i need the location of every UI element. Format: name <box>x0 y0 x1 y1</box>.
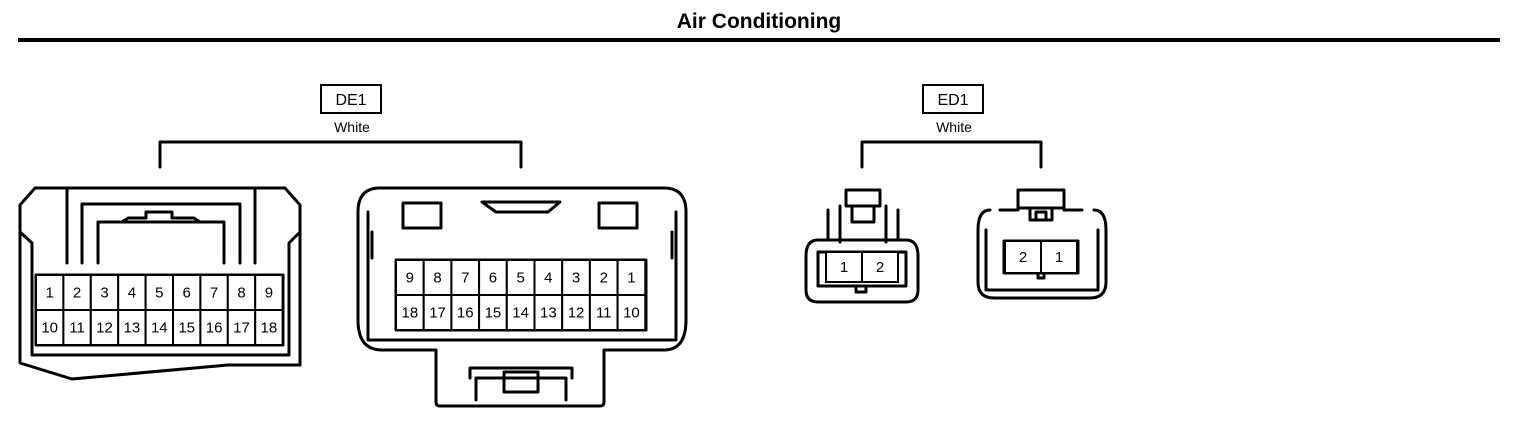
de1-female-cell <box>616 259 647 296</box>
de1-male-cell <box>254 274 284 311</box>
de1-male-pin: 4 <box>128 285 136 302</box>
title-rule <box>18 38 1500 42</box>
de1-male-cell <box>172 309 202 346</box>
de1-male-pin: 2 <box>73 285 81 302</box>
de1-female-pin: 2 <box>600 270 608 287</box>
connector-color-ed1: White <box>936 119 972 135</box>
de1-male-pin: 16 <box>206 320 223 337</box>
de1-male-pin: 13 <box>124 320 141 337</box>
connector-color-de1: White <box>334 119 370 135</box>
de1-male-pin: 17 <box>233 320 250 337</box>
ed1-male-cell <box>861 251 899 283</box>
de1-female-pin: 11 <box>596 305 612 322</box>
ed1-male-pin: 2 <box>876 259 884 276</box>
de1-female-pin: 7 <box>461 270 469 287</box>
bracket-de1 <box>158 140 523 169</box>
de1-female-pin: 1 <box>627 270 635 287</box>
de1-male-cell <box>144 309 175 346</box>
de1-female-pin: 18 <box>402 305 419 322</box>
de1-female-pin: 6 <box>489 270 497 287</box>
de1-male-pin: 18 <box>261 320 278 337</box>
de1-male-pin: 5 <box>155 285 163 302</box>
connector-label-de1: DE1 <box>320 84 382 114</box>
de1-female-pin: 12 <box>568 305 585 322</box>
de1-male-cell <box>35 309 65 346</box>
connector-label-ed1: ED1 <box>922 84 984 114</box>
de1-male-pin: 15 <box>178 320 195 337</box>
de1-male-pin: 14 <box>151 320 168 337</box>
de1-female-pin: 14 <box>512 305 529 322</box>
de1-male-pin: 8 <box>237 285 245 302</box>
de1-female-pin: 17 <box>429 305 446 322</box>
de1-male-cell <box>226 274 257 311</box>
bracket-ed1 <box>860 140 1043 169</box>
de1-female-pin: 4 <box>544 270 552 287</box>
de1-female-cell <box>505 294 536 331</box>
ed1-male-pin: 1 <box>840 259 848 276</box>
ed1-female-pin: 2 <box>1019 249 1027 266</box>
connector-ed1-male-body <box>804 188 920 304</box>
de1-female-pin: 10 <box>623 305 640 322</box>
diagram-title: Air Conditioning <box>676 10 842 33</box>
de1-female-pin: 13 <box>540 305 557 322</box>
de1-female-pin: 16 <box>457 305 474 322</box>
de1-female-pin: 9 <box>406 270 414 287</box>
de1-male-cell <box>89 309 120 346</box>
ed1-female-cell <box>1040 240 1078 274</box>
ed1-male-cell <box>825 251 863 283</box>
de1-male-pin: 12 <box>96 320 113 337</box>
de1-male-pin: 7 <box>210 285 218 302</box>
de1-female-pin: 5 <box>516 270 524 287</box>
de1-female-cell <box>616 294 647 331</box>
de1-female-pin: 3 <box>572 270 580 287</box>
de1-female-pin: 15 <box>485 305 502 322</box>
de1-male-pin: 3 <box>100 285 108 302</box>
de1-male-cell <box>172 274 202 311</box>
de1-female-cell <box>533 294 564 331</box>
ed1-female-cell <box>1004 240 1042 274</box>
de1-female-cell <box>395 294 425 331</box>
ed1-female-pin: 1 <box>1055 249 1063 266</box>
de1-female-pin: 8 <box>433 270 441 287</box>
de1-male-pin: 11 <box>69 320 85 337</box>
de1-male-pin: 1 <box>46 285 54 302</box>
de1-male-cell <box>35 274 65 311</box>
de1-male-pin: 9 <box>265 285 273 302</box>
de1-male-pin: 10 <box>41 320 58 337</box>
de1-male-cell <box>254 309 284 346</box>
de1-male-cell <box>117 274 147 311</box>
de1-male-cell <box>62 309 92 346</box>
de1-male-pin: 6 <box>183 285 191 302</box>
de1-male-cell <box>89 274 120 311</box>
